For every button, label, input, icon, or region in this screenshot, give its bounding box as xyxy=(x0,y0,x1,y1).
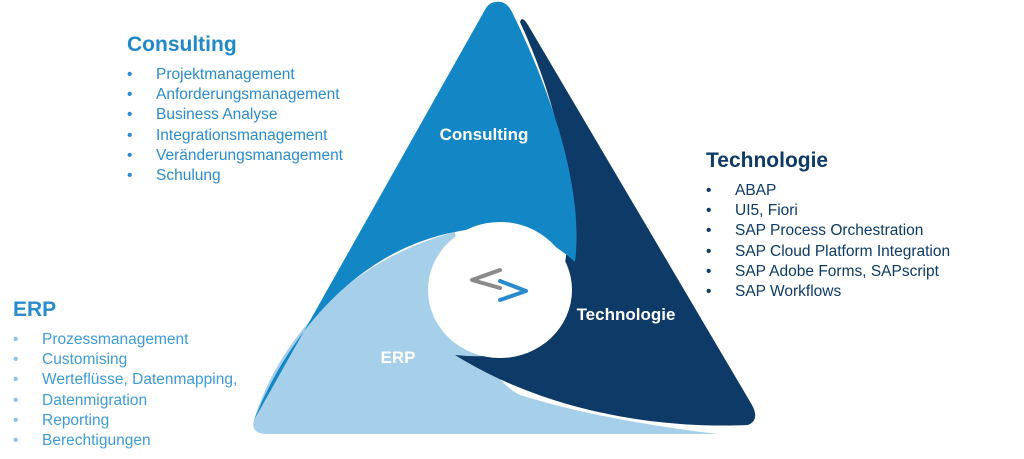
erp-list: Prozessmanagement Customising Werteflüss… xyxy=(13,330,237,451)
list-item: Business Analyse xyxy=(127,105,343,125)
list-item: Integrationsmanagement xyxy=(127,126,343,146)
list-item: Berechtigungen xyxy=(13,431,237,451)
list-item: Veränderungsmanagement xyxy=(127,146,343,166)
list-item: Prozessmanagement xyxy=(13,330,237,350)
list-item: Projektmanagement xyxy=(127,65,343,85)
list-item: SAP Workflows xyxy=(706,282,950,302)
erp-panel: ERP Prozessmanagement Customising Wertef… xyxy=(13,298,237,451)
list-item: SAP Cloud Platform Integration xyxy=(706,242,950,262)
list-item: ABAP xyxy=(706,181,950,201)
consulting-list: Projektmanagement Anforderungsmanagement… xyxy=(127,65,343,186)
segment-label-erp: ERP xyxy=(381,348,416,367)
segment-label-technologie: Technologie xyxy=(577,305,676,324)
erp-heading: ERP xyxy=(13,298,57,321)
code-brackets-icon xyxy=(470,268,528,302)
list-item: Anforderungsmanagement xyxy=(127,85,343,105)
consulting-segment xyxy=(254,1,577,420)
technologie-list: ABAP UI5, Fiori SAP Process Orchestratio… xyxy=(706,181,950,302)
list-item: SAP Process Orchestration xyxy=(706,221,950,241)
technologie-segment xyxy=(455,19,756,426)
list-item: UI5, Fiori xyxy=(706,201,950,221)
list-item: Schulung xyxy=(127,166,343,186)
consulting-heading: Consulting xyxy=(127,33,237,56)
list-item: SAP Adobe Forms, SAPscript xyxy=(706,262,950,282)
list-item: Customising xyxy=(13,350,237,370)
list-item: Datenmigration xyxy=(13,391,237,411)
list-item: Werteflüsse, Datenmapping, xyxy=(13,370,237,390)
segment-label-consulting: Consulting xyxy=(440,125,529,144)
technologie-heading: Technologie xyxy=(706,149,829,172)
consulting-panel: Consulting Projektmanagement Anforderung… xyxy=(127,33,343,186)
center-circle xyxy=(428,222,572,358)
technologie-panel: Technologie ABAP UI5, Fiori SAP Process … xyxy=(706,149,950,302)
erp-segment xyxy=(253,232,719,434)
list-item: Reporting xyxy=(13,411,237,431)
